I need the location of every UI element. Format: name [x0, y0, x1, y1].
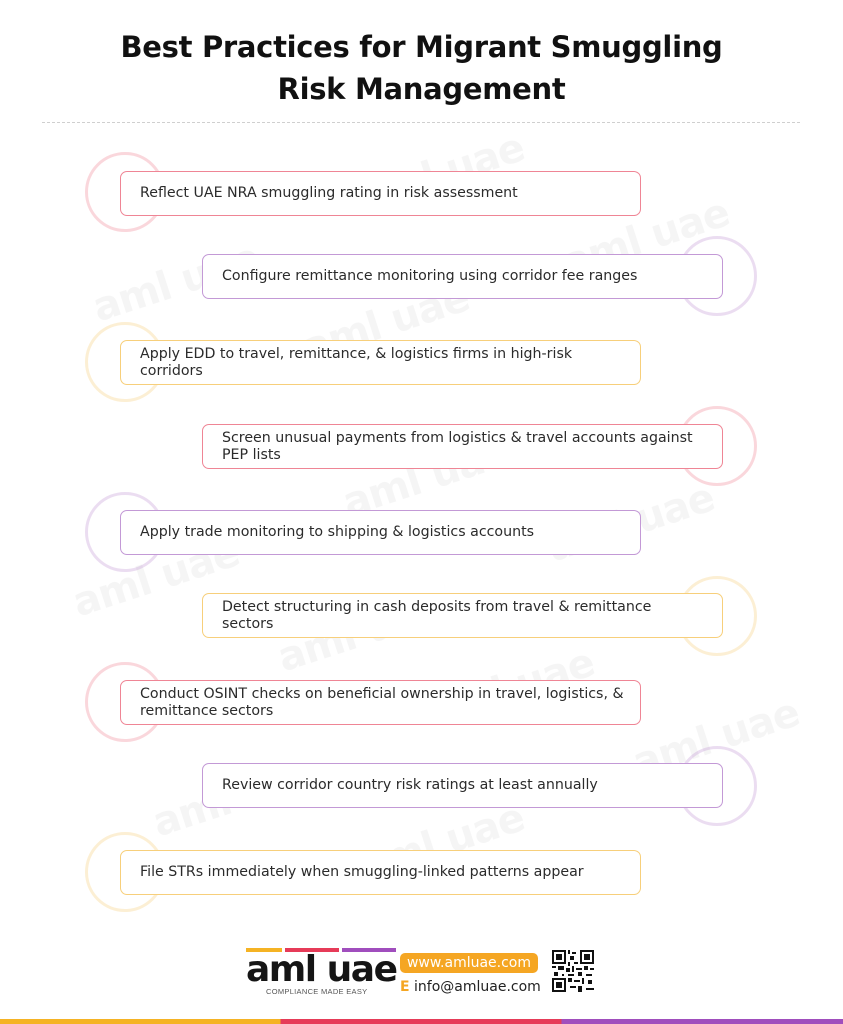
website-link[interactable]: www.amluae.com — [400, 953, 538, 973]
practice-item-text: Apply trade monitoring to shipping & log… — [140, 524, 535, 540]
practice-item-text: Review corridor country risk ratings at … — [222, 777, 598, 793]
page-title: Best Practices for Migrant Smuggling Ris… — [0, 26, 843, 110]
practice-item-text: Detect structuring in cash deposits from… — [222, 598, 652, 632]
practice-item-text: Apply EDD to travel, remittance, & logis… — [140, 345, 573, 379]
title-line-1: Best Practices for Migrant Smuggling — [120, 30, 723, 64]
email-address[interactable]: info@amluae.com — [414, 979, 541, 995]
practice-item-8: Review corridor country risk ratings at … — [202, 763, 723, 808]
title-line-2: Risk Management — [277, 72, 566, 106]
practice-item-text: File STRs immediately when smuggling-lin… — [140, 864, 584, 880]
brand-tagline: COMPLIANCE MADE EASY — [266, 987, 368, 996]
qr-code-icon — [552, 950, 594, 992]
practice-item-4: Screen unusual payments from logistics &… — [202, 424, 723, 469]
practice-item-5: Apply trade monitoring to shipping & log… — [120, 510, 641, 555]
practice-item-text: Reflect UAE NRA smuggling rating in risk… — [140, 185, 518, 201]
practice-item-1: Reflect UAE NRA smuggling rating in risk… — [120, 171, 641, 216]
dashed-divider — [42, 122, 800, 123]
practice-item-text: Conduct OSINT checks on beneficial owner… — [140, 685, 624, 719]
practice-item-9: File STRs immediately when smuggling-lin… — [120, 850, 641, 895]
logo-accent-bar — [246, 948, 396, 952]
practice-item-2: Configure remittance monitoring using co… — [202, 254, 723, 299]
email-label: E — [400, 979, 410, 995]
practice-item-3: Apply EDD to travel, remittance, & logis… — [120, 340, 641, 385]
brand-logo: aml uae — [246, 949, 398, 990]
email-contact[interactable]: E info@amluae.com — [400, 978, 541, 996]
practice-item-text: Configure remittance monitoring using co… — [222, 268, 638, 284]
footer: aml uae COMPLIANCE MADE EASY www.amluae.… — [246, 948, 606, 998]
practice-item-text: Screen unusual payments from logistics &… — [222, 429, 693, 463]
practice-item-6: Detect structuring in cash deposits from… — [202, 593, 723, 638]
bottom-color-bar — [0, 1019, 843, 1024]
practice-item-7: Conduct OSINT checks on beneficial owner… — [120, 680, 641, 725]
